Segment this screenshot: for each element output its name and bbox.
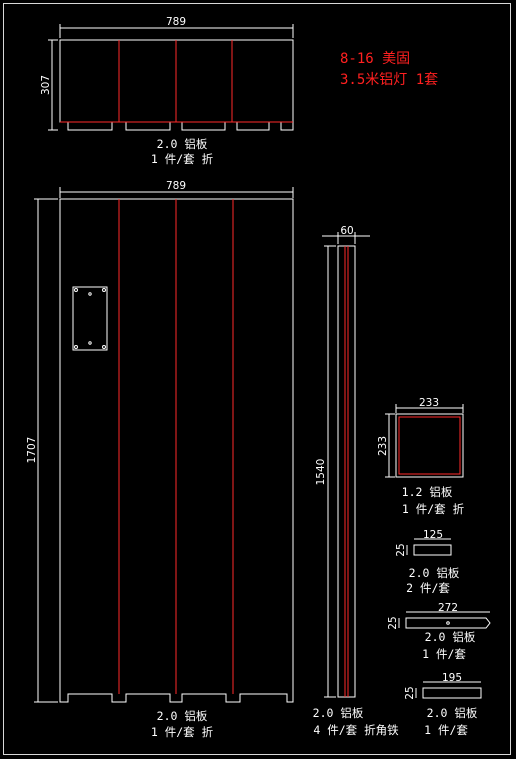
strip-125: 125 25 2.0 铝板 2 件/套 [395,529,460,595]
mount-hole [88,341,92,345]
side-angle-height-dim: 1540 [315,459,327,486]
strip-195-material: 2.0 铝板 [427,706,478,720]
strip-125-qty: 2 件/套 [406,581,450,595]
side-angle: 60 1540 2.0 铝板 4 件/套 折角铁 [313,225,399,737]
strip-195-qty: 1 件/套 [424,723,468,737]
square-plate-material: 1.2 铝板 [402,485,453,499]
mount-hole [74,288,78,292]
side-angle-material: 2.0 铝板 [313,706,364,720]
top-panel-qty: 1 件/套 折 [151,152,214,166]
top-panel-height-dim: 307 [40,75,52,95]
strip-hole [446,621,450,625]
top-panel-material: 2.0 铝板 [157,137,208,151]
main-panel-height-dim: 1707 [26,437,38,464]
strip-125-outline [413,544,452,556]
strip-125-width-dim: 125 [423,529,443,541]
mount-hole [102,288,106,292]
strip-272-material: 2.0 铝板 [425,630,476,644]
strip-195-outline [422,687,482,699]
main-panel-width-dim: 789 [166,180,186,192]
mount-hole [102,345,106,349]
side-angle-outline [337,245,356,698]
square-plate-fold [398,416,461,475]
top-panel-width-dim: 789 [166,16,186,28]
panel-cutout [72,286,108,351]
strip-272-outline [405,617,491,629]
top-panel: 789 307 2.0 铝板 1 件/套 折 [40,16,294,166]
strip-195: 195 25 2.0 铝板 1 件/套 [404,672,482,737]
note-line-1: 8-16 美固 [340,51,410,67]
strip-272: 272 25 2.0 铝板 1 件/套 [387,602,491,661]
main-panel-qty: 1 件/套 折 [151,725,214,739]
main-panel-outline [59,198,294,703]
strip-125-height-dim: 25 [395,543,407,556]
square-plate-outer [395,413,464,478]
mount-hole [74,345,78,349]
side-angle-qty: 4 件/套 折角铁 [313,723,399,737]
strip-272-width-dim: 272 [438,602,458,614]
main-panel-material: 2.0 铝板 [157,709,208,723]
strip-195-width-dim: 195 [442,672,462,684]
main-panel: 789 1707 2.0 铝板 1 件/套 折 [26,180,294,739]
square-plate-qty: 1 件/套 折 [402,502,465,516]
top-panel-outline [59,39,294,131]
square-plate-height-dim: 233 [377,436,389,456]
strip-195-height-dim: 25 [404,686,416,699]
strip-125-material: 2.0 铝板 [409,566,460,580]
square-plate: 233 233 1.2 铝板 1 件/套 折 [377,397,465,516]
side-angle-width-dim: 60 [340,225,353,237]
mount-hole [88,292,92,296]
strip-272-height-dim: 25 [387,616,399,629]
strip-272-qty: 1 件/套 [422,647,466,661]
note-line-2: 3.5米铝灯 1套 [340,72,438,88]
square-plate-width-dim: 233 [419,397,439,409]
